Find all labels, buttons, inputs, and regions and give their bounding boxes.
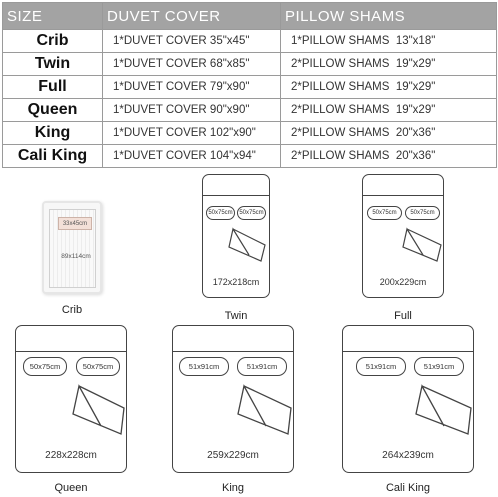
full-diagram: 50x75cm 50x75cm 200x229cm	[362, 174, 444, 298]
crib-duvet-size: 89x114cm	[61, 253, 91, 260]
cali-king-headboard	[343, 326, 473, 352]
table-row: Crib 1*DUVET COVER 35"x45" 1*PILLOW SHAM…	[2, 29, 497, 53]
queen-pillow-right: 50x75cm	[76, 357, 120, 376]
crib-pillow: 33x45cm	[58, 217, 92, 230]
shams-size: 19"x29"	[395, 104, 436, 116]
row-duvet: 1*DUVET COVER 90"x90"	[102, 98, 281, 122]
full-pillow-right: 50x75cm	[405, 206, 440, 220]
shams-qty: 2*PILLOW SHAMS	[291, 81, 390, 93]
header-pillow-shams: PILLOW SHAMS	[280, 2, 497, 30]
king-pillow-left: 51x91cm	[179, 357, 229, 376]
table-row: Twin 1*DUVET COVER 68"x85" 2*PILLOW SHAM…	[2, 52, 497, 76]
cali-king-duvet-size: 264x239cm	[382, 450, 434, 461]
full-fold-corner	[402, 227, 442, 262]
shams-size: 20"x36"	[395, 150, 436, 162]
king-label: King	[221, 482, 245, 494]
full-duvet-size: 200x229cm	[379, 277, 427, 287]
table-row: King 1*DUVET COVER 102"x90" 2*PILLOW SHA…	[2, 121, 497, 145]
queen-label: Queen	[54, 482, 88, 494]
shams-size: 13"x18"	[395, 35, 436, 47]
row-size: Queen	[2, 98, 103, 122]
queen-diagram: 50x75cm 50x75cm 228x228cm	[15, 325, 127, 473]
row-duvet: 1*DUVET COVER 79"x90"	[102, 75, 281, 99]
twin-fold-corner	[228, 227, 266, 262]
row-size: Twin	[2, 52, 103, 76]
shams-qty: 2*PILLOW SHAMS	[291, 104, 390, 116]
shams-qty: 2*PILLOW SHAMS	[291, 58, 390, 70]
crib-diagram: 33x45cm 89x114cm	[42, 201, 102, 294]
full-pillow-left: 50x75cm	[367, 206, 402, 220]
row-duvet: 1*DUVET COVER 102"x90"	[102, 121, 281, 145]
shams-qty: 2*PILLOW SHAMS	[291, 127, 390, 139]
king-fold-corner	[237, 384, 292, 435]
row-shams: 1*PILLOW SHAMS 13"x18"	[280, 29, 497, 53]
cali-king-pillow-right: 51x91cm	[414, 357, 464, 376]
twin-diagram: 50x75cm 50x75cm 172x218cm	[202, 174, 270, 298]
queen-pillow-left: 50x75cm	[23, 357, 67, 376]
king-duvet-size: 259x229cm	[207, 450, 259, 461]
table-row: Cali King 1*DUVET COVER 104"x94" 2*PILLO…	[2, 144, 497, 168]
row-size: Crib	[2, 29, 103, 53]
king-pillow-right: 51x91cm	[237, 357, 287, 376]
shams-size: 20"x36"	[395, 127, 436, 139]
row-shams: 2*PILLOW SHAMS 20"x36"	[280, 121, 497, 145]
twin-pillow-left: 50x75cm	[206, 206, 235, 220]
queen-duvet-size: 228x228cm	[45, 450, 97, 461]
twin-headboard	[203, 175, 269, 196]
cali-king-diagram: 51x91cm 51x91cm 264x239cm	[342, 325, 474, 473]
row-shams: 2*PILLOW SHAMS 19"x29"	[280, 75, 497, 99]
table-row: Queen 1*DUVET COVER 90"x90" 2*PILLOW SHA…	[2, 98, 497, 122]
row-duvet: 1*DUVET COVER 35"x45"	[102, 29, 281, 53]
shams-size: 19"x29"	[395, 58, 436, 70]
shams-size: 19"x29"	[395, 81, 436, 93]
king-diagram: 51x91cm 51x91cm 259x229cm	[172, 325, 294, 473]
twin-pillow-right: 50x75cm	[237, 206, 266, 220]
twin-label: Twin	[224, 310, 248, 322]
cali-king-label: Cali King	[385, 482, 431, 494]
shams-qty: 2*PILLOW SHAMS	[291, 150, 390, 162]
row-shams: 2*PILLOW SHAMS 19"x29"	[280, 98, 497, 122]
cali-king-fold-corner	[415, 384, 472, 435]
queen-fold-corner	[72, 384, 125, 435]
row-size: Cali King	[2, 144, 103, 168]
size-chart-table: SIZE DUVET COVER PILLOW SHAMS Crib 1*DUV…	[2, 2, 497, 168]
crib-label: Crib	[61, 304, 83, 316]
twin-duvet-size: 172x218cm	[212, 277, 260, 287]
full-label: Full	[394, 310, 412, 322]
cali-king-pillow-left: 51x91cm	[356, 357, 406, 376]
header-size: SIZE	[2, 2, 103, 30]
header-duvet-cover: DUVET COVER	[102, 2, 281, 30]
row-shams: 2*PILLOW SHAMS 19"x29"	[280, 52, 497, 76]
row-duvet: 1*DUVET COVER 68"x85"	[102, 52, 281, 76]
table-row: Full 1*DUVET COVER 79"x90" 2*PILLOW SHAM…	[2, 75, 497, 99]
shams-qty: 1*PILLOW SHAMS	[291, 35, 390, 47]
row-size: Full	[2, 75, 103, 99]
full-headboard	[363, 175, 443, 196]
king-headboard	[173, 326, 293, 352]
queen-headboard	[16, 326, 126, 352]
row-duvet: 1*DUVET COVER 104"x94"	[102, 144, 281, 168]
row-shams: 2*PILLOW SHAMS 20"x36"	[280, 144, 497, 168]
row-size: King	[2, 121, 103, 145]
table-header-row: SIZE DUVET COVER PILLOW SHAMS	[2, 2, 497, 30]
